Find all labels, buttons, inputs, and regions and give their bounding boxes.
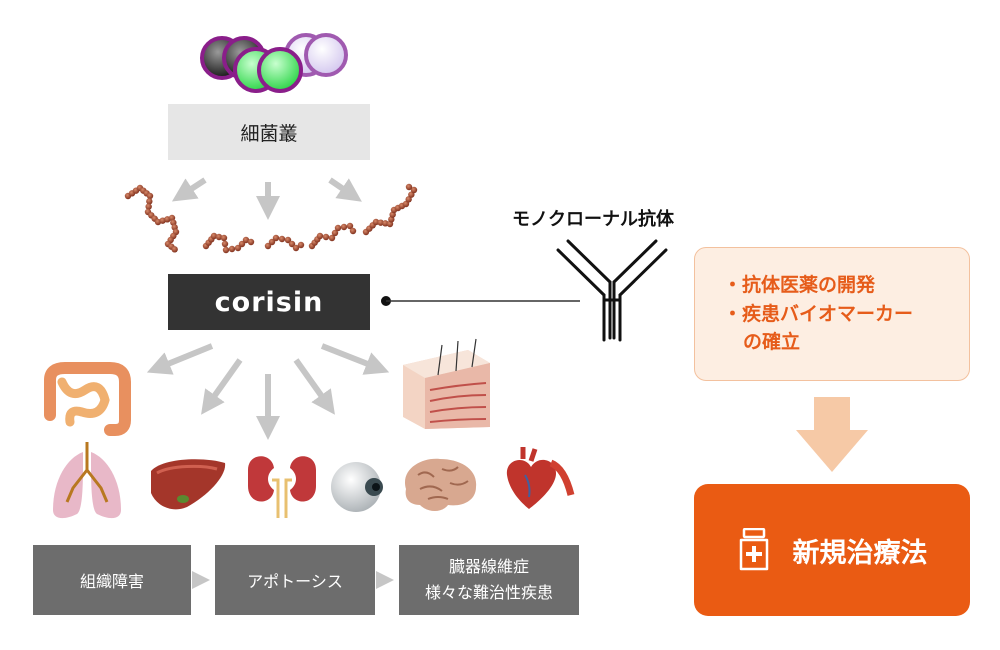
kidneys-icon	[248, 456, 316, 518]
peptide-bead	[171, 246, 178, 253]
peptide-bead	[408, 191, 415, 198]
bacteria-label-text: 細菌叢	[240, 122, 298, 145]
bacteria-icon	[200, 33, 348, 93]
peptide-bead	[405, 183, 413, 191]
corisin-label-text: corisin	[214, 286, 324, 318]
peptide-bead	[284, 236, 292, 244]
lungs-icon	[53, 442, 121, 519]
outcome-item-biomarker: ・疾患バイオマーカー	[723, 302, 914, 325]
liver-icon	[151, 459, 226, 510]
brain-icon	[404, 458, 477, 511]
stage-chevrons	[192, 571, 394, 589]
outcome-box: ・抗体医薬の開発 ・疾患バイオマーカー の確立	[694, 247, 970, 381]
peptide-bead	[410, 186, 418, 194]
peptide-bead	[145, 203, 152, 210]
peptide-bead	[278, 235, 286, 243]
stage-tissue-damage-text: 組織障害	[79, 572, 144, 591]
bacteria-arrows	[171, 177, 362, 220]
peptide-bead	[234, 244, 242, 252]
outcome-item-biomarker-cont: の確立	[743, 331, 801, 354]
stage-fibrosis-text: 臓器線維症	[448, 557, 529, 577]
peptide-bead	[292, 244, 300, 252]
stage-apoptosis-text: アポトーシス	[247, 572, 343, 591]
stage-intractable-diseases-text: 様々な難治性疾患	[424, 583, 553, 602]
peptide-bead	[297, 241, 305, 249]
corisin-arrows	[146, 343, 390, 440]
peptide-bead	[334, 224, 342, 232]
peptide-bead	[268, 238, 276, 246]
intestine-icon	[44, 362, 131, 436]
stage-fibrosis: 臓器線維症 様々な難治性疾患	[399, 545, 579, 615]
peptide-bead	[346, 222, 354, 230]
peptide-bead	[146, 198, 153, 205]
peptide-bead	[264, 242, 272, 250]
peptide-bead	[405, 196, 412, 203]
peptide-bead	[288, 240, 296, 248]
therapy-box: 新規治療法	[694, 484, 970, 616]
skin-icon	[403, 338, 490, 429]
peptide-bead	[331, 229, 339, 237]
bacteria-label: 細菌叢	[168, 104, 370, 160]
outcome-item-antibody-drug: ・抗体医薬の開発	[723, 274, 876, 297]
stage-apoptosis: アポトーシス	[215, 545, 375, 615]
corisin-antibody-connector	[381, 296, 580, 306]
peptide-bead	[316, 232, 324, 240]
peptide-bead	[228, 245, 236, 253]
peptide-bead	[402, 200, 410, 208]
peptide-bead	[238, 240, 246, 248]
peptide-bead	[242, 236, 250, 244]
therapy-label: 新規治療法	[792, 537, 928, 569]
medicine-bottle-icon	[737, 528, 771, 572]
peptide-bead	[215, 233, 223, 241]
peptide-bead	[210, 232, 218, 240]
heart-icon	[506, 447, 575, 509]
peptide-bead	[328, 234, 336, 242]
peptide-bead	[382, 220, 389, 227]
peptide-bead	[349, 227, 357, 235]
peptide-strands-icon	[124, 183, 418, 254]
peptide-bead	[247, 238, 255, 246]
peptide-bead	[340, 223, 348, 231]
stage-tissue-damage: 組織障害	[33, 545, 191, 615]
peptide-bead	[272, 234, 280, 242]
down-arrow	[796, 397, 868, 472]
peptide-bead	[222, 246, 230, 254]
antibody-label: モノクローナル抗体	[512, 209, 674, 230]
peptide-bead	[377, 219, 384, 226]
peptide-bead	[220, 234, 228, 242]
eye-icon	[331, 462, 383, 512]
peptide-bead	[372, 218, 380, 226]
peptide-bead	[221, 240, 229, 248]
peptide-bead	[146, 192, 154, 200]
antibody-icon	[556, 239, 668, 342]
corisin-box: corisin	[168, 274, 370, 330]
peptide-bead	[322, 233, 330, 241]
